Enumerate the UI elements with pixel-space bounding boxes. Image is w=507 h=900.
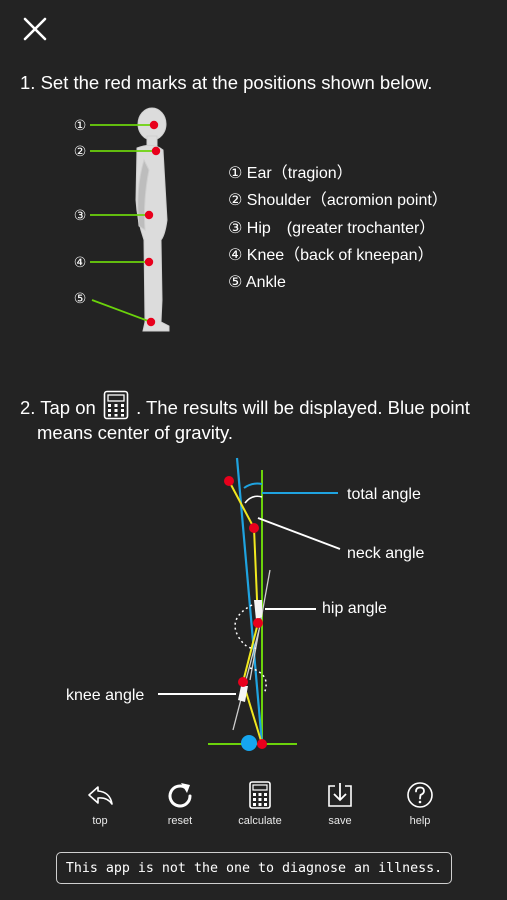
save-button[interactable]: save xyxy=(300,780,380,830)
calculator-icon xyxy=(249,781,271,809)
save-button-label: save xyxy=(328,815,352,827)
help-button-label: help xyxy=(409,815,431,827)
bottom-toolbar: top reset calculate xyxy=(60,780,460,830)
save-download-icon xyxy=(328,783,352,807)
legend-knee: ④ Knee（back of kneepan） xyxy=(228,246,434,264)
back-arrow-icon xyxy=(88,786,113,805)
top-button[interactable]: top xyxy=(60,780,140,830)
marker-label-4: ④ xyxy=(74,254,87,270)
landmark-legend: ① Ear（tragion） ② Shoulder（acromion point… xyxy=(228,160,448,296)
close-button[interactable] xyxy=(18,12,52,46)
legend-ear: ① Ear（tragion） xyxy=(228,165,353,182)
total-angle-label: total angle xyxy=(347,486,421,503)
calculate-button-label: calculate xyxy=(238,815,282,827)
step2-text-after: . The results will be displayed. Blue po… xyxy=(136,397,470,418)
step1-instruction: 1. Set the red marks at the positions sh… xyxy=(20,72,433,93)
help-icon xyxy=(407,782,433,808)
marker-label-5: ⑤ xyxy=(74,290,87,306)
neck-angle-label: neck angle xyxy=(347,545,425,562)
calculate-button[interactable]: calculate xyxy=(220,780,300,830)
posture-angle-diagram xyxy=(158,457,341,751)
legend-ankle: ⑤ Ankle xyxy=(228,274,286,292)
close-icon xyxy=(23,17,47,41)
body-silhouette-figure: ① ② ③ ④ ⑤ xyxy=(74,107,170,332)
step2-instruction: 2. Tap on . The results will be displaye… xyxy=(20,390,490,445)
reset-button-label: reset xyxy=(167,815,193,827)
step2-text-line2: means center of gravity. xyxy=(37,422,234,443)
legend-shoulder: ② Shoulder（acromion point） xyxy=(228,192,448,210)
reset-button[interactable]: reset xyxy=(140,780,220,830)
marker-label-3: ③ xyxy=(74,207,87,223)
knee-angle-label: knee angle xyxy=(66,687,145,704)
marker-label-1: ① xyxy=(74,117,87,133)
marker-label-2: ② xyxy=(74,143,87,159)
help-button[interactable]: help xyxy=(380,780,460,830)
calculator-icon xyxy=(103,390,129,420)
step2-text-before: 2. Tap on xyxy=(20,397,96,418)
legend-hip: ③ Hip (greater trochanter） xyxy=(228,219,436,237)
hip-angle-label: hip angle xyxy=(322,600,387,617)
reset-icon xyxy=(168,783,192,808)
top-button-label: top xyxy=(92,815,108,827)
disclaimer-box: This app is not the one to diagnose an i… xyxy=(56,852,452,884)
